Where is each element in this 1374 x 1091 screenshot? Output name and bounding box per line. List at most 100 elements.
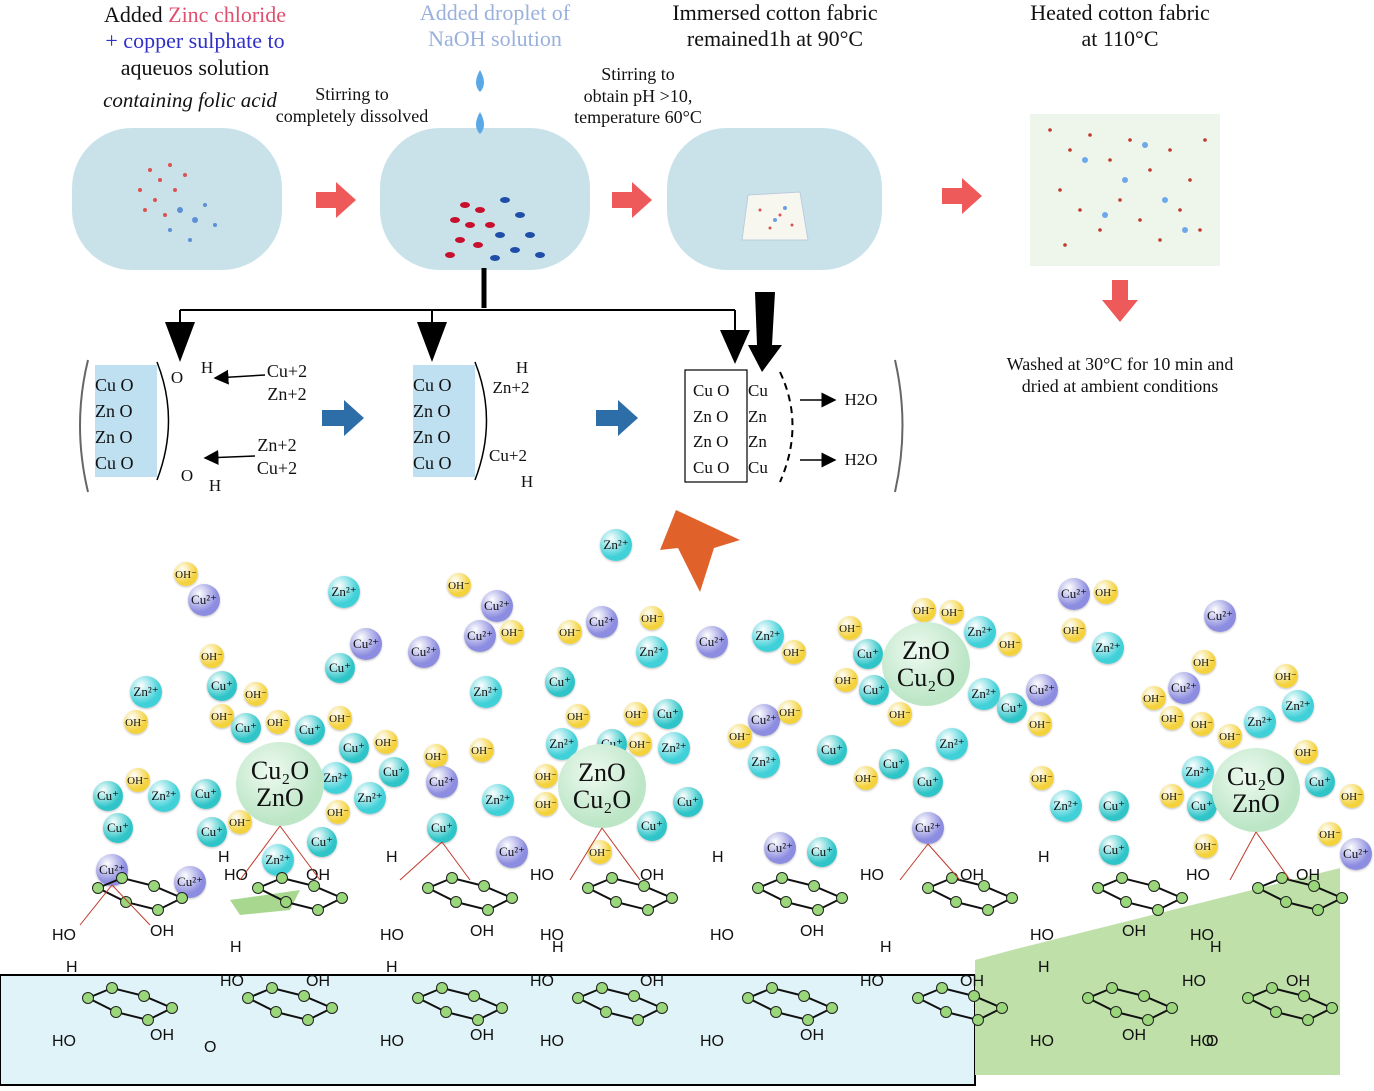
oxygen-node [936, 982, 948, 994]
zinc-ion: Zn²⁺ [328, 576, 360, 608]
oh-label: OH [640, 973, 664, 990]
copper-i-ion: Cu⁺ [1305, 767, 1335, 797]
hydroxide-ion: OH⁻ [940, 600, 964, 624]
h-label: H [1038, 959, 1050, 976]
oxygen-node [1252, 882, 1264, 894]
zinc-ion: Zn²⁺ [1092, 632, 1124, 664]
hydroxide-ion: OH⁻ [566, 704, 590, 728]
hydroxide-ion: OH⁻ [124, 710, 148, 734]
zinc-ion: Zn²⁺ [1182, 756, 1214, 788]
hydroxide-ion: OH⁻ [1142, 686, 1166, 710]
zinc-ion: Zn²⁺ [148, 780, 180, 812]
ho-label: HO [380, 927, 404, 944]
oxygen-node [596, 982, 608, 994]
hydroxide-ion: OH⁻ [500, 620, 524, 644]
hydroxide-ion: OH⁻ [912, 598, 936, 622]
oxygen-node [138, 990, 150, 1002]
h-label-1: H [200, 358, 214, 377]
hydroxide-ion: OH⁻ [1218, 724, 1242, 748]
copper-ii-ion: Cu²⁺ [1340, 838, 1372, 870]
fabric-green-region [975, 868, 1340, 1075]
ho-label: HO [540, 1033, 564, 1050]
oxygen-node [176, 892, 188, 904]
copper-ii-ion: Cu²⁺ [188, 584, 220, 616]
oxygen-node [922, 882, 934, 894]
ho-label: HO [1030, 927, 1054, 944]
ho-label: HO [860, 973, 884, 990]
oxygen-node [106, 982, 118, 994]
oxygen-node [116, 872, 128, 884]
arrow-right-2 [612, 182, 652, 218]
h-label: H [386, 959, 398, 976]
oxygen-node [148, 880, 160, 892]
h-label: H [712, 849, 724, 866]
oxygen-node [628, 990, 640, 1002]
fabric-layer [0, 974, 976, 1086]
ho-label: HO [220, 973, 244, 990]
orange-arrow-down [660, 510, 740, 592]
copper-i-ion: Cu⁺ [307, 827, 337, 857]
oh-label: OH [150, 1027, 174, 1044]
oxygen-node [1166, 1002, 1178, 1014]
oxygen-node [270, 1006, 282, 1018]
hydroxide-ion: OH⁻ [558, 620, 582, 644]
hydroxide-ion: OH⁻ [1294, 740, 1318, 764]
oxygen-node [82, 992, 94, 1004]
zinc-ion: Zn²⁺ [600, 529, 632, 561]
oh-label: OH [800, 923, 824, 940]
oxygen-node [1082, 992, 1094, 1004]
oxygen-node [1280, 896, 1292, 908]
hydroxide-ion: OH⁻ [174, 562, 198, 586]
copper-ii-ion: Cu²⁺ [408, 636, 440, 668]
oxygen-node [142, 1014, 154, 1026]
copper-i-ion: Cu⁺ [859, 675, 889, 705]
oxygen-node [1176, 892, 1188, 904]
oxygen-node [572, 992, 584, 1004]
oxygen-node [1326, 1002, 1338, 1014]
oxygen-node [1152, 904, 1164, 916]
oh-label: OH [960, 973, 984, 990]
h-label-2: H [208, 476, 222, 495]
hydroxide-ion: OH⁻ [1094, 580, 1118, 604]
process-arrows [316, 178, 1138, 322]
oxygen-node [302, 1014, 314, 1026]
nanoparticle-top-label: Cu₂O [1226, 761, 1286, 791]
h-label: H [218, 849, 230, 866]
oxygen-node [780, 896, 792, 908]
hydroxide-ion: OH⁻ [200, 644, 224, 668]
oh-label: OH [306, 867, 330, 884]
hydroxide-ion: OH⁻ [782, 640, 806, 664]
oxygen-node [752, 882, 764, 894]
oxygen-node [972, 1014, 984, 1026]
nanoparticle-top-label: ZnO [902, 635, 950, 665]
hydroxide-ion: OH⁻ [534, 764, 558, 788]
oxygen-node [1312, 904, 1324, 916]
arrow-right-1 [316, 182, 356, 218]
h-label: H [230, 939, 242, 956]
oxygen-node [242, 992, 254, 1004]
ho-label: HO [52, 927, 76, 944]
oxygen-node [940, 1006, 952, 1018]
oxygen-node [610, 896, 622, 908]
hydroxide-ion: OH⁻ [778, 700, 802, 724]
oxygen-node [802, 1014, 814, 1026]
oh-label: OH [1286, 973, 1310, 990]
copper-i-ion: Cu⁺ [93, 781, 123, 811]
copper-i-ion: Cu⁺ [673, 787, 703, 817]
oxygen-node [946, 872, 958, 884]
copper-i-ion: Cu⁺ [207, 671, 237, 701]
ho-label: HO [1182, 973, 1206, 990]
o-label: O [1206, 1033, 1218, 1050]
oxygen-node [308, 880, 320, 892]
hydroxide-ion: OH⁻ [624, 702, 648, 726]
oxygen-node [1266, 982, 1278, 994]
oxygen-node [450, 896, 462, 908]
oxygen-node [1142, 1014, 1154, 1026]
oxygen-node [638, 880, 650, 892]
step1-caption-italic: containing folic acid [103, 88, 277, 112]
